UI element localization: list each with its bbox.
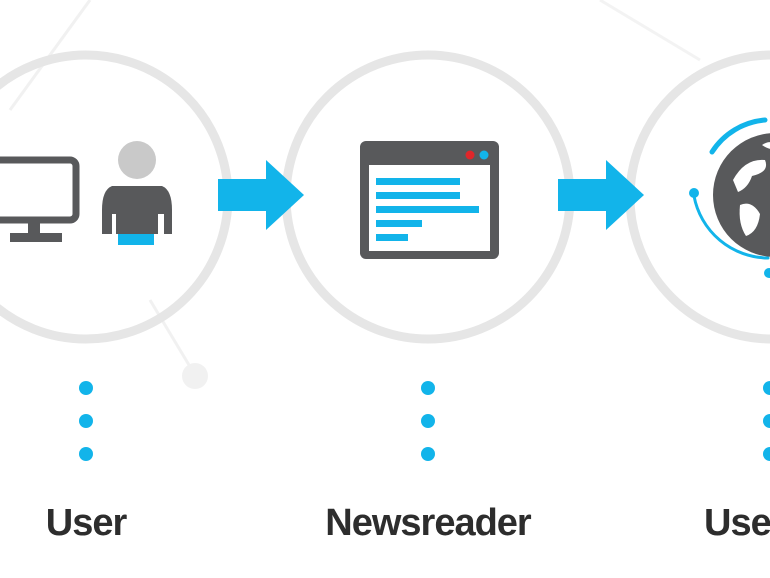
maximize-dot-icon (479, 150, 489, 160)
connector-dot (79, 381, 93, 395)
person-icon (102, 141, 172, 245)
connector-dot (421, 447, 435, 461)
background-line (148, 299, 197, 376)
background-node (182, 363, 208, 389)
connector-dot (79, 447, 93, 461)
connector-dot (79, 414, 93, 428)
stage-labels: User Newsreader Usenet (46, 502, 770, 544)
connector-dot (421, 414, 435, 428)
dot-connectors (79, 381, 770, 461)
connector-dot (763, 414, 770, 428)
globe-icon (689, 117, 770, 278)
stage-label-newsreader: Newsreader (325, 502, 532, 544)
arrow-newsreader-to-usenet (558, 160, 644, 230)
background-line (599, 0, 701, 62)
user-computer-icon (0, 141, 172, 245)
browser-window-icon (360, 141, 499, 259)
connector-dot (763, 447, 770, 461)
connector-dot (421, 381, 435, 395)
monitor-icon (0, 156, 80, 242)
stage-label-user: User (46, 502, 128, 544)
arrow-user-to-newsreader (218, 160, 304, 230)
close-dot-icon (465, 150, 475, 160)
stage-label-usenet: Usenet (704, 502, 770, 544)
connector-dot (763, 381, 770, 395)
